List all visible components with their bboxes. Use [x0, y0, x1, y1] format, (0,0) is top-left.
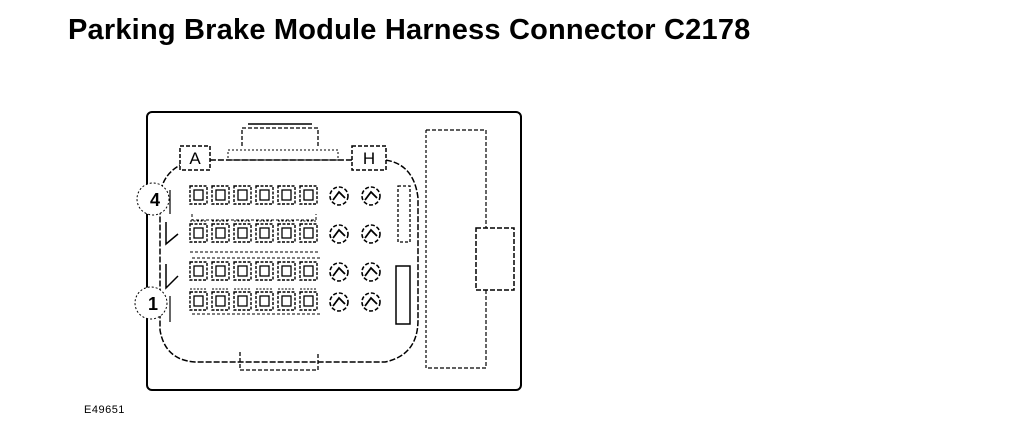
diagram-title: Parking Brake Module Harness Connector C…: [68, 14, 751, 46]
top-key-slot: [227, 149, 339, 161]
terminal-cavity-31: [329, 292, 349, 312]
terminal-cavity-22: [299, 261, 318, 281]
terminal-cavity-26: [211, 288, 230, 311]
terminal-cavity-8: [361, 186, 381, 206]
terminal-cavity-3: [233, 185, 252, 205]
terminal-cavity-30: [299, 288, 318, 311]
terminal-cavity-5: [277, 185, 296, 205]
terminal-cavity-28: [255, 288, 274, 311]
row-label-4: 4: [150, 190, 160, 210]
terminal-cavity-29: [277, 288, 296, 311]
terminal-cavity-14: [299, 220, 318, 243]
locking-tab: [475, 227, 515, 291]
terminal-cavity-7: [329, 186, 349, 206]
terminal-cavity-11: [233, 220, 252, 243]
column-label-a: A: [189, 149, 201, 168]
left-polarization-lower: [165, 264, 179, 290]
terminal-cavity-27: [233, 288, 252, 311]
terminal-cavity-32: [361, 292, 381, 312]
terminal-cavity-16: [361, 224, 381, 244]
terminal-cavity-13: [277, 220, 296, 243]
terminal-cavity-4: [255, 185, 274, 205]
left-polarization-upper: [165, 222, 179, 246]
bottom-keyway: [239, 352, 319, 371]
terminal-cavity-15: [329, 224, 349, 244]
terminal-cavity-20: [255, 261, 274, 281]
terminal-cavity-18: [211, 261, 230, 281]
column-label-box-h: [351, 145, 387, 171]
housing-side-outline: [426, 129, 487, 369]
right-slot-lower: [395, 265, 411, 325]
terminal-cavity-6: [299, 185, 318, 205]
right-slot-upper: [397, 185, 411, 243]
terminal-cavity-24: [361, 262, 381, 282]
terminal-cavity-10: [211, 220, 230, 243]
column-label-h: H: [363, 149, 375, 168]
row-label-bubble-1: [134, 286, 168, 320]
terminal-cavity-12: [255, 220, 274, 243]
connector-housing: [146, 111, 522, 391]
terminal-cavity-9: [189, 220, 208, 243]
column-label-box-a: [179, 145, 211, 171]
terminal-cavity-23: [329, 262, 349, 282]
terminal-cavity-2: [211, 185, 230, 205]
top-keyway: [241, 127, 319, 146]
terminal-cavity-19: [233, 261, 252, 281]
terminal-cavity-25: [189, 288, 208, 311]
terminal-cavity-17: [189, 261, 208, 281]
row-separator-upper: [191, 214, 317, 221]
terminal-cavity-1: [189, 185, 208, 205]
row-label-1: 1: [148, 294, 158, 314]
terminal-grid: [189, 185, 381, 312]
terminal-cavity-21: [277, 261, 296, 281]
row-label-bubble-4: [136, 182, 170, 216]
figure-reference: E49651: [84, 404, 125, 416]
